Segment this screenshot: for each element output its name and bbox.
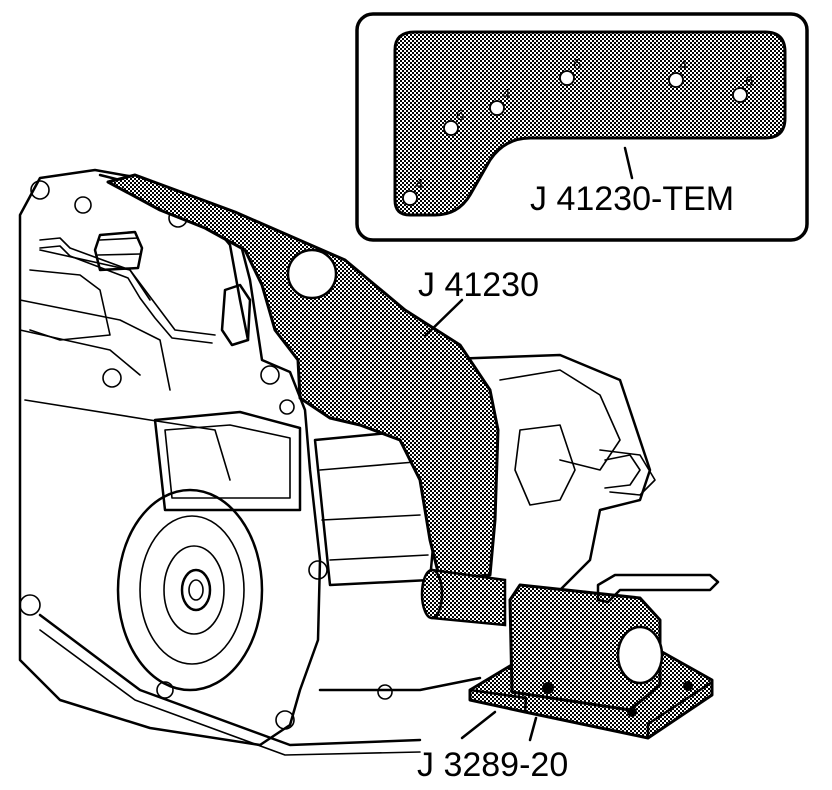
template-hole: [732, 87, 748, 103]
base-j3289-20: [468, 573, 720, 740]
template-hole: [489, 100, 505, 116]
callouts: J 41230 J 3289-20: [417, 266, 568, 784]
label-j3289-20: J 3289-20: [417, 746, 568, 784]
hole-number: 4: [679, 57, 687, 74]
fixture-j41230: [106, 173, 507, 627]
template-hole: [668, 72, 684, 88]
label-j41230-tem: J 41230-TEM: [530, 180, 734, 218]
leader-line: [423, 298, 464, 338]
label-j41230: J 41230: [418, 266, 539, 304]
hole-number: 6: [745, 73, 753, 90]
hole-number: 4: [415, 176, 423, 193]
hole-number: 6: [456, 107, 464, 124]
inset-template-panel: 4 6 4 6 4 6 J 41230-TEM: [355, 12, 809, 242]
template-hole: [559, 70, 575, 86]
hole-number: 4: [502, 86, 510, 103]
hole-number: 6: [573, 56, 581, 73]
leader-line: [460, 710, 497, 740]
transaxle-housing: [18, 168, 656, 756]
template-hole: [402, 190, 418, 206]
template-hole: [443, 120, 459, 136]
leader-line: [528, 716, 538, 742]
leader-line: [623, 146, 634, 180]
